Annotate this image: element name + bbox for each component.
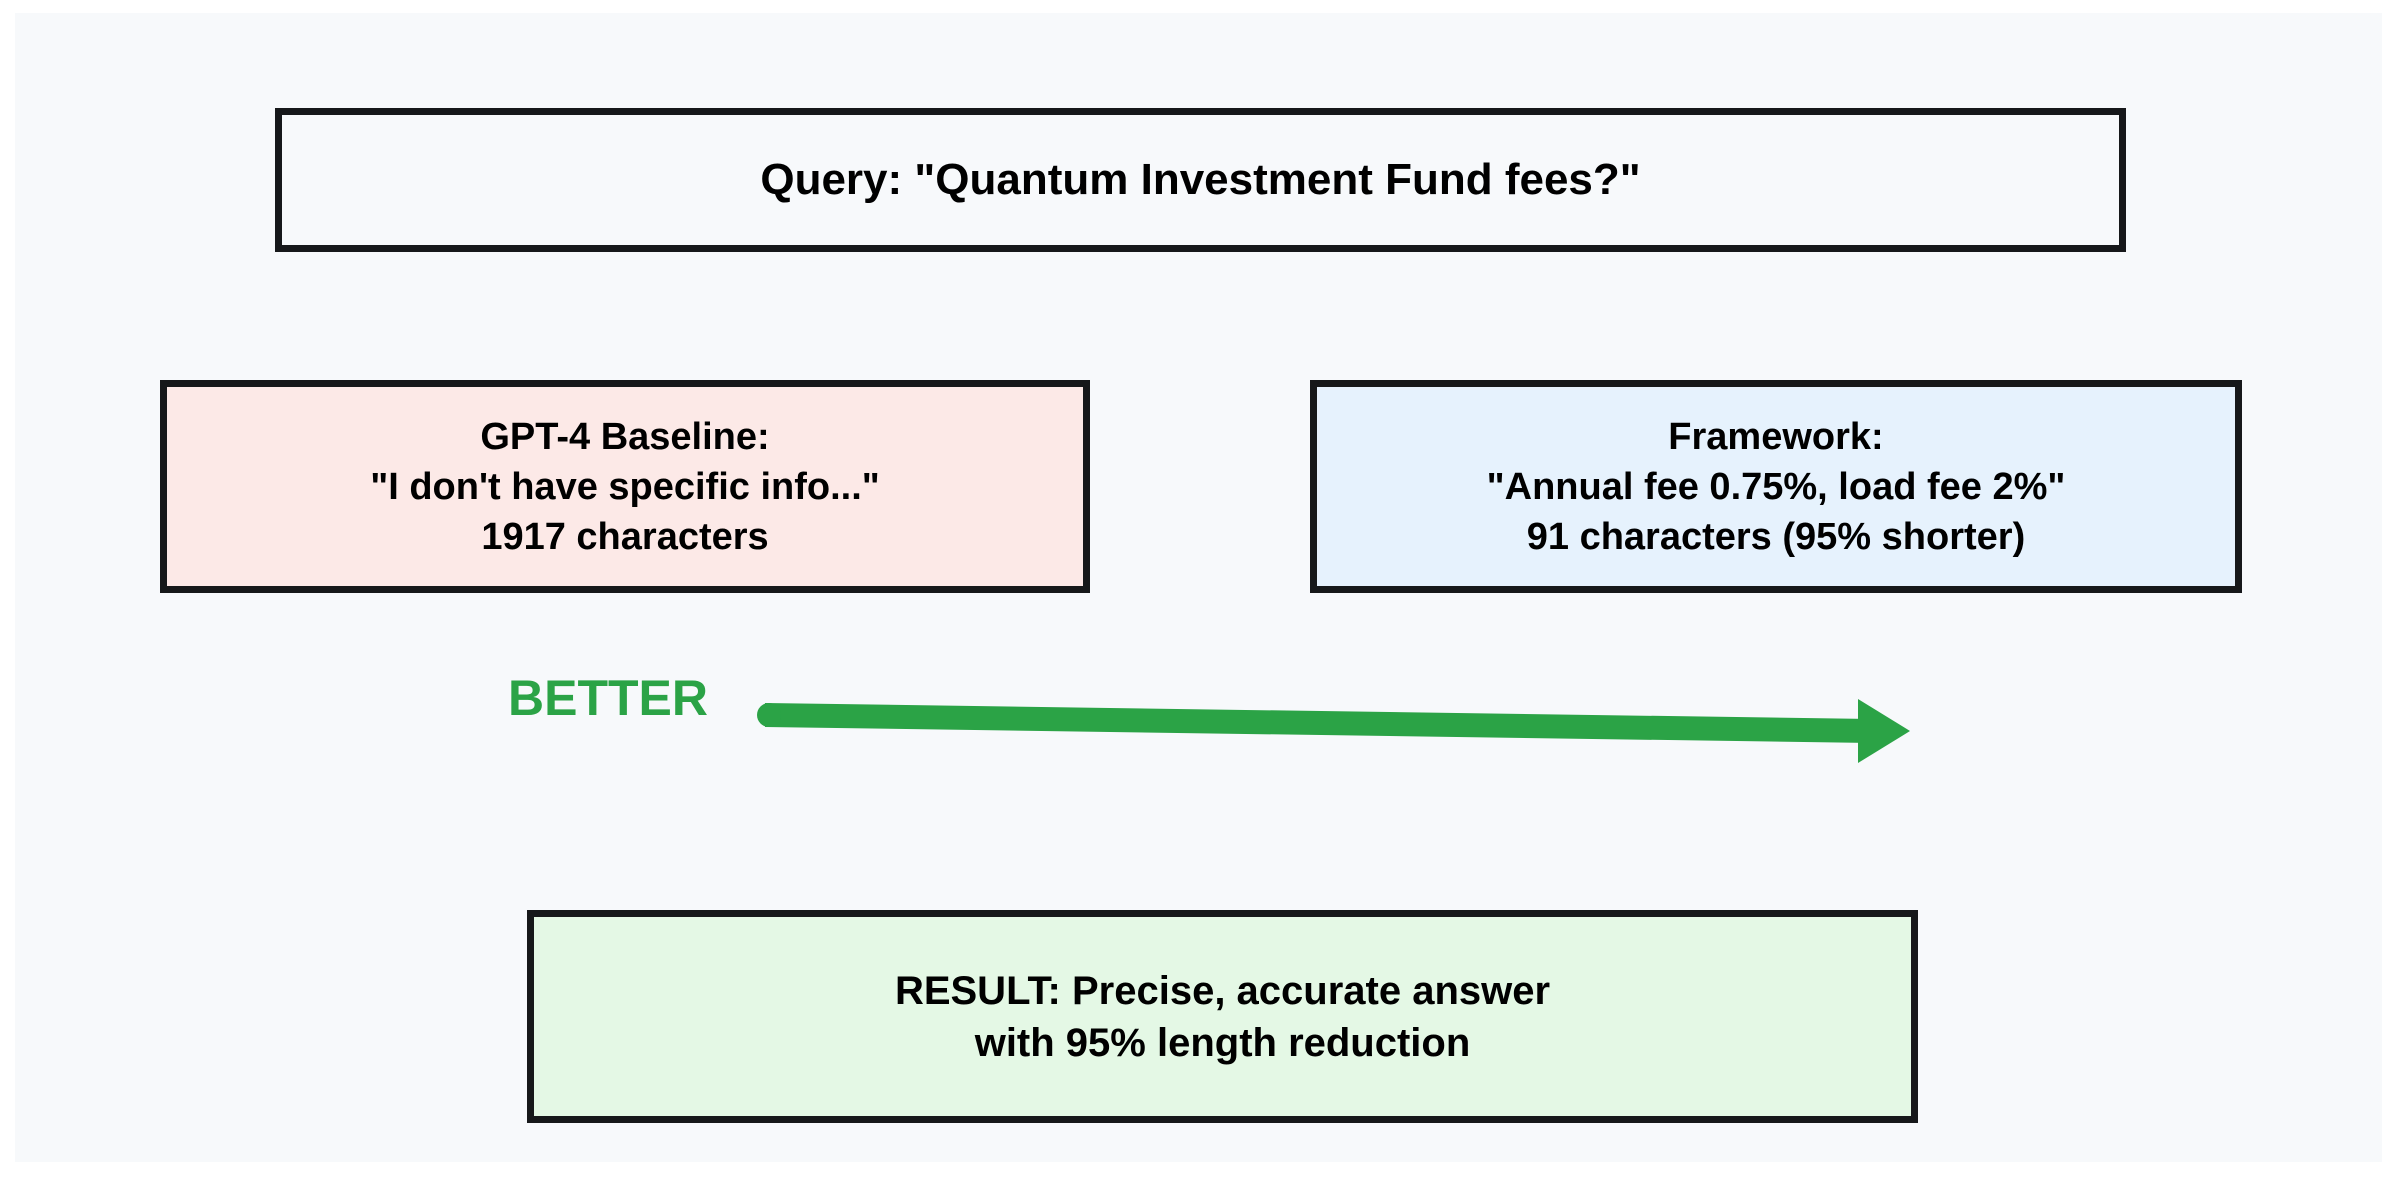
query-node-text: Query: "Quantum Investment Fund fees?" xyxy=(282,154,2119,206)
baseline-node-text: GPT-4 Baseline: "I don't have specific i… xyxy=(167,412,1083,562)
result-line-1: RESULT: Precise, accurate answer xyxy=(894,968,1551,1013)
arrow-right-icon xyxy=(757,699,1910,763)
framework-quote: "Annual fee 0.75%, load fee 2%" xyxy=(1486,465,2066,508)
result-node-text: RESULT: Precise, accurate answer with 95… xyxy=(534,965,1911,1069)
query-node: Query: "Quantum Investment Fund fees?" xyxy=(275,108,2126,252)
baseline-quote: "I don't have specific info..." xyxy=(370,465,880,508)
baseline-title: GPT-4 Baseline: xyxy=(480,415,770,458)
framework-node: Framework: "Annual fee 0.75%, load fee 2… xyxy=(1310,380,2242,593)
framework-node-text: Framework: "Annual fee 0.75%, load fee 2… xyxy=(1317,412,2235,562)
result-node: RESULT: Precise, accurate answer with 95… xyxy=(527,910,1918,1123)
framework-title: Framework: xyxy=(1668,415,1884,458)
framework-metric: 91 characters (95% shorter) xyxy=(1526,515,2026,558)
baseline-metric: 1917 characters xyxy=(481,515,769,558)
baseline-node: GPT-4 Baseline: "I don't have specific i… xyxy=(160,380,1090,593)
better-label: BETTER xyxy=(508,670,708,726)
result-line-2: with 95% length reduction xyxy=(974,1020,1471,1065)
diagram-canvas: Query: "Quantum Investment Fund fees?" G… xyxy=(15,13,2382,1162)
query-text: Query: "Quantum Investment Fund fees?" xyxy=(760,155,1641,204)
better-annotation-group: BETTER xyxy=(490,655,1920,775)
